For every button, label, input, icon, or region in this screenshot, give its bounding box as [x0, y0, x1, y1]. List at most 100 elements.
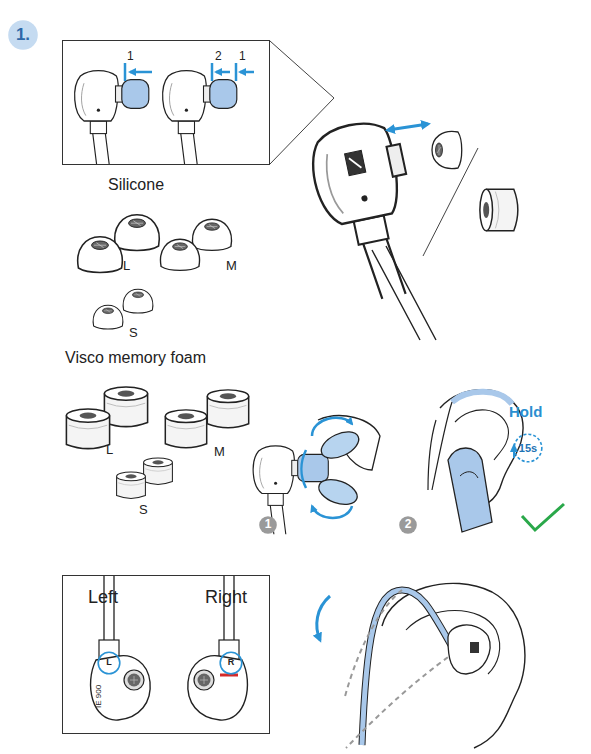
ear-over-cable [346, 652, 455, 748]
node-outline [514, 434, 542, 462]
node-text: 2 [405, 518, 412, 531]
foam-tips [66, 387, 248, 498]
check-mark [522, 504, 564, 530]
ear-insertion [460, 472, 478, 478]
hand-rolling-tip [317, 427, 363, 464]
ear-over-cable [362, 590, 455, 745]
hand-rolling-tip [253, 446, 298, 534]
foam-tips [207, 390, 248, 428]
tip-type-label: Visco memory foam [65, 349, 206, 367]
silicone-tips [123, 289, 153, 313]
node-text: R [228, 658, 235, 668]
earbud-large [388, 124, 428, 130]
hand-rolling-tip [253, 446, 328, 534]
earbud-with-tip [163, 71, 211, 165]
push-arrow [124, 63, 127, 81]
silicone-tips [93, 305, 123, 329]
size-label: S [139, 503, 148, 517]
callout-number: 1 [239, 50, 246, 63]
node-outline [8, 20, 38, 50]
node-outline [259, 516, 277, 534]
push-arrow [235, 63, 238, 81]
callout-number: 1 [127, 50, 134, 63]
ear-over-cable [362, 590, 455, 745]
ear-over-cable [382, 583, 525, 748]
timer-circle: 15s [513, 433, 543, 463]
node-text: L [106, 658, 112, 668]
foam-tips [66, 409, 109, 449]
push-arrow [240, 71, 254, 74]
ear-insertion [432, 402, 452, 490]
hand-rolling-tip [253, 416, 380, 535]
node-text: 1. [16, 26, 30, 45]
callout-number: 2 [215, 50, 222, 63]
earbud-left [91, 656, 151, 720]
hand-rolling-tip [312, 506, 352, 518]
size-label: L [123, 259, 130, 273]
foam-tips [165, 410, 206, 448]
silicone-tips [115, 215, 160, 251]
ear-over-cable [344, 590, 402, 700]
size-label: L [106, 443, 113, 457]
push-arrow [125, 63, 254, 81]
size-label: S [129, 326, 138, 340]
earbud-left [124, 670, 144, 690]
side-label: Left [88, 588, 118, 608]
earbud-with-tip [163, 71, 237, 165]
push-arrow [130, 71, 152, 74]
ear-over-cable [470, 642, 479, 653]
ear-over-cable [317, 596, 330, 640]
earbud-large [372, 246, 436, 340]
detail-box: 1 2 1 [62, 40, 270, 165]
ear-over-cable [448, 625, 490, 674]
tip-type-label: Silicone [108, 176, 164, 194]
earbud-with-tip [75, 71, 123, 165]
foam-tips [104, 387, 147, 427]
ear-insertion [452, 392, 512, 404]
substep-circle: 1 [258, 515, 278, 535]
hand-rolling-tip [302, 450, 307, 488]
size-label: M [214, 445, 225, 459]
silicone-tips [160, 239, 199, 270]
earbud-large [423, 148, 478, 256]
hand-rolling-tip [315, 475, 360, 509]
push-arrow [211, 63, 214, 81]
ear-insertion [428, 420, 436, 490]
earbud-right [188, 576, 248, 720]
silicone-tips [78, 215, 232, 329]
hold-label: Hold [509, 404, 542, 421]
node-outline [399, 516, 417, 534]
node-text: 1 [265, 518, 272, 531]
earbud-large [432, 131, 462, 168]
node-outline [220, 652, 242, 674]
step-number-circle: 1. [7, 19, 39, 51]
ear-insertion [428, 390, 523, 532]
earbud-left [130, 676, 138, 684]
earbud-large [345, 150, 366, 175]
foam-tips [117, 472, 146, 498]
earbud-large [305, 116, 518, 340]
ear-over-cable [317, 583, 525, 748]
earbud-with-tip [75, 71, 149, 165]
side-label: Right [205, 588, 247, 608]
foam-tips [144, 458, 173, 484]
model-label: IE 900 [95, 685, 104, 708]
earbud-left [128, 674, 141, 687]
silicone-tips [192, 219, 231, 250]
earbud-large [480, 189, 518, 230]
earbud-large [349, 156, 361, 170]
earbud-with-tip [122, 80, 149, 109]
side-marker-circle: L [97, 651, 121, 675]
node-outline [98, 652, 120, 674]
push-arrow [216, 71, 230, 74]
ear-over-cable [406, 611, 500, 675]
earbud-large [305, 116, 431, 308]
side-marker-circle: R [219, 651, 243, 675]
callout-leader [270, 41, 334, 98]
earbud-large [305, 116, 431, 308]
substep-circle: 2 [398, 515, 418, 535]
earbud-left [104, 576, 114, 642]
size-label: M [226, 259, 237, 273]
